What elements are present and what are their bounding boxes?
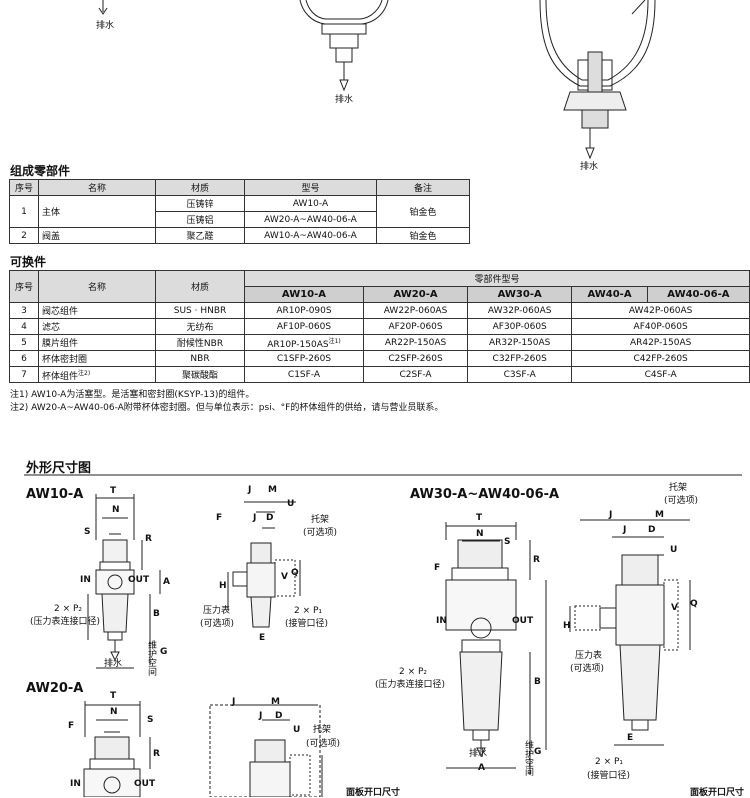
note-1: 注1) AW10-A为活塞型。是活塞和密封圈(KSYP-13)的组件。 [10,390,255,400]
col-model: 型号 [244,179,377,196]
table-row: 1 主体 压铸锌 AW10-A 铂金色 [9,195,470,228]
table-row: 6 杯体密封圈 NBR C1SFP-260S C2SFP-260S C32FP-… [9,350,750,367]
components-title: 组成零部件 [10,164,71,178]
components-table: 序号 名称 材质 型号 备注 1 主体 压铸锌 AW10-A 铂金色 压铸铝 A… [9,179,470,244]
panel-cutout-label-2: 面板开口尺寸 [690,788,745,798]
aw20-title: AW20-A [26,681,84,696]
top-drain-label-3: 排水 [580,162,599,172]
top-drain-label-2: 排水 [335,95,354,105]
note-2: 注2) AW20-A~AW40-06-A附带杯体密封圈。但与单位表示：psi、°… [10,403,444,413]
table-row: 2 阀盖 聚乙醛 AW10-A~AW40-06-A 铂金色 [9,227,470,244]
panel-cutout-label-1: 面板开口尺寸 [346,788,401,798]
aw10-title: AW10-A [26,487,84,502]
table-row: 压铸铝 AW20-A~AW40-06-A [10,211,470,228]
table-row: 5 膜片组件 耐候性NBR AR10P-150AS注1) AR22P-150AS… [9,334,750,351]
table-row: 4 滤芯 无纺布 AF10P-060S AF20P-060S AF30P-060… [9,318,750,335]
table-row: 7 杯体组件注2) 聚碳酸酯 C1SF-A C2SF-A C3SF-A C4SF… [9,366,750,383]
dimensions-title: 外形尺寸图 [26,461,92,476]
col-name: 名称 [38,179,156,196]
table-row: 3 阀芯组件 SUS · HNBR AR10P-090S AW22P-060AS… [9,302,750,319]
col-no: 序号 [9,179,39,196]
replacement-table: 序号 名称 材质 零部件型号 AW10-A AW20-A AW30-A AW40… [9,270,750,383]
col-note: 备注 [376,179,470,196]
replacement-title: 可换件 [10,255,47,269]
top-drain-label-1: 排水 [96,21,115,31]
aw30-title: AW30-A~AW40-06-A [410,487,560,502]
col-material: 材质 [155,179,245,196]
